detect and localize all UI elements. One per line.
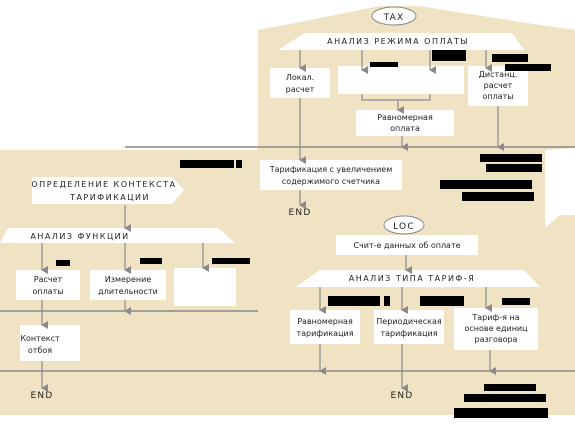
loc-title-ellipse <box>383 215 425 235</box>
loc-units-line1: Тариф-я на <box>471 313 519 322</box>
tax-uniform-box <box>356 110 454 136</box>
redaction-bar <box>505 64 551 71</box>
tax-remote-line2: расчет <box>484 81 513 90</box>
loc-title: LOC <box>393 222 415 232</box>
redaction-bar <box>432 50 466 61</box>
redaction-bar <box>370 62 398 67</box>
redaction-bar <box>464 394 546 402</box>
redaction-bar <box>454 408 548 418</box>
loc-uniform-line2: тарификация <box>296 329 353 338</box>
context-payment-box <box>16 270 80 300</box>
context-duration-line1: Измерение <box>105 275 152 284</box>
context-empty-box <box>174 268 236 306</box>
redaction-bar <box>56 260 70 266</box>
tax-middle-box <box>338 66 464 94</box>
loc-periodic-line2: тарификация <box>380 329 437 338</box>
context-title-block <box>32 177 184 204</box>
context-title-line2: ТАРИФИКАЦИИ <box>69 193 150 202</box>
loc-uniform-line1: Равномерная <box>297 317 353 326</box>
context-analysis-block <box>0 228 235 243</box>
redaction-bar <box>480 154 542 162</box>
context-payment-line2: оплаты <box>32 287 63 296</box>
redaction-bar <box>440 180 532 189</box>
redaction-bar <box>384 296 390 306</box>
context-payment-line1: Расчет <box>34 275 63 284</box>
loc-read-box <box>336 235 478 255</box>
tax-title-ellipse <box>371 6 417 26</box>
loc-uniform-box <box>290 310 360 344</box>
tax-remote-line1: Дистанц. <box>479 70 518 79</box>
context-rejection-line2: отбоя <box>28 346 52 355</box>
tax-conn-merge <box>361 94 431 101</box>
loc-units-line3: разговора <box>475 335 518 344</box>
context-duration-line2: длительности <box>98 287 158 296</box>
tax-increase-line2: содержимого счетчика <box>282 177 380 186</box>
tax-increase-line1: Тарификация с увеличением <box>269 165 393 174</box>
loc-units-line2: основе единиц <box>464 324 528 333</box>
redaction-bar <box>328 296 380 306</box>
redaction-bar <box>180 160 234 168</box>
tax-uniform-line2: оплата <box>390 124 420 133</box>
redaction-bar <box>484 384 536 391</box>
tax-title: TAX <box>383 13 405 23</box>
redaction-bar <box>502 298 530 305</box>
context-rejection-line1: Контекст <box>20 334 60 343</box>
redaction-bar <box>236 160 242 168</box>
redaction-bar <box>420 296 464 306</box>
tax-local-line1: Локал. <box>286 73 314 82</box>
context-title-line1: ОПРЕДЕЛЕНИЕ КОНТЕКСТА <box>31 180 176 189</box>
loc-units-box <box>454 308 538 350</box>
redaction-bar <box>486 164 542 172</box>
redaction-bar <box>492 54 528 62</box>
tax-increase-box <box>260 160 402 190</box>
tax-analysis-block <box>278 33 524 50</box>
redaction-bar <box>462 192 534 201</box>
tax-local-line2: расчет <box>286 85 315 94</box>
redaction-bar <box>212 258 250 264</box>
loc-periodic-line1: Периодическая <box>376 317 442 326</box>
context-end: END <box>31 391 54 401</box>
tax-remote-line3: оплаты <box>482 92 513 101</box>
tax-local-box <box>270 68 330 98</box>
redaction-bar <box>140 258 162 264</box>
loc-analysis-label: АНАЛИЗ ТИПА ТАРИФ-Я <box>349 274 476 283</box>
loc-read-label: Счит-е данных об оплате <box>353 241 460 250</box>
loc-analysis-block <box>296 270 540 287</box>
loc-periodic-box <box>374 310 444 344</box>
tax-remote-box <box>468 66 528 106</box>
context-rejection-box <box>20 325 80 361</box>
tax-end: END <box>289 208 312 218</box>
context-duration-box <box>90 270 166 300</box>
context-analysis-label: АНАЛИЗ ФУНКЦИИ <box>30 232 129 241</box>
tax-uniform-line1: Равномерная <box>377 113 433 122</box>
redactions <box>56 50 551 418</box>
loc-end: END <box>391 391 414 401</box>
tax-analysis-label: АНАЛИЗ РЕЖИМА ОПЛАТЫ <box>327 37 469 46</box>
